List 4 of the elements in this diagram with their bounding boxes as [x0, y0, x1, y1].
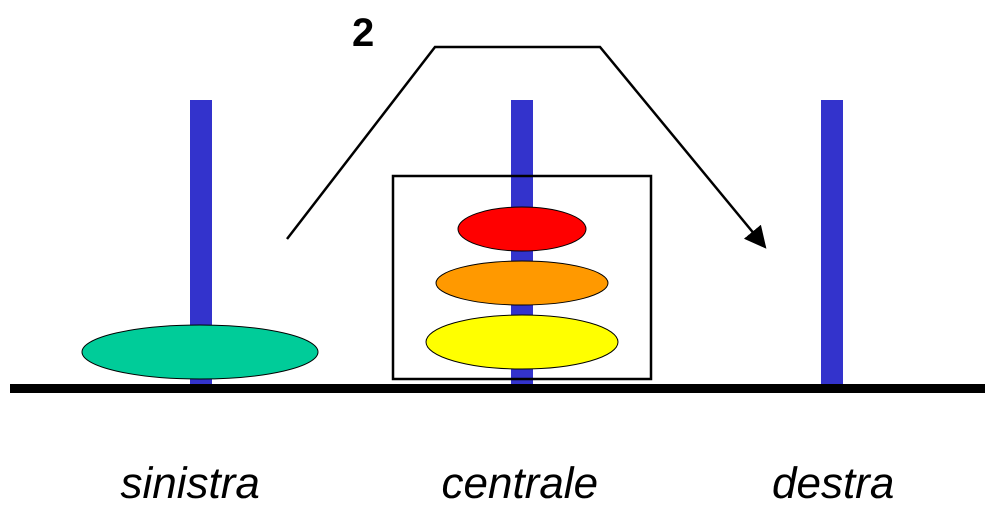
- peg-label: destra: [772, 462, 894, 505]
- peg-label: sinistra: [120, 462, 260, 505]
- peg-label: centrale: [442, 462, 598, 505]
- step-number: 2: [352, 13, 374, 53]
